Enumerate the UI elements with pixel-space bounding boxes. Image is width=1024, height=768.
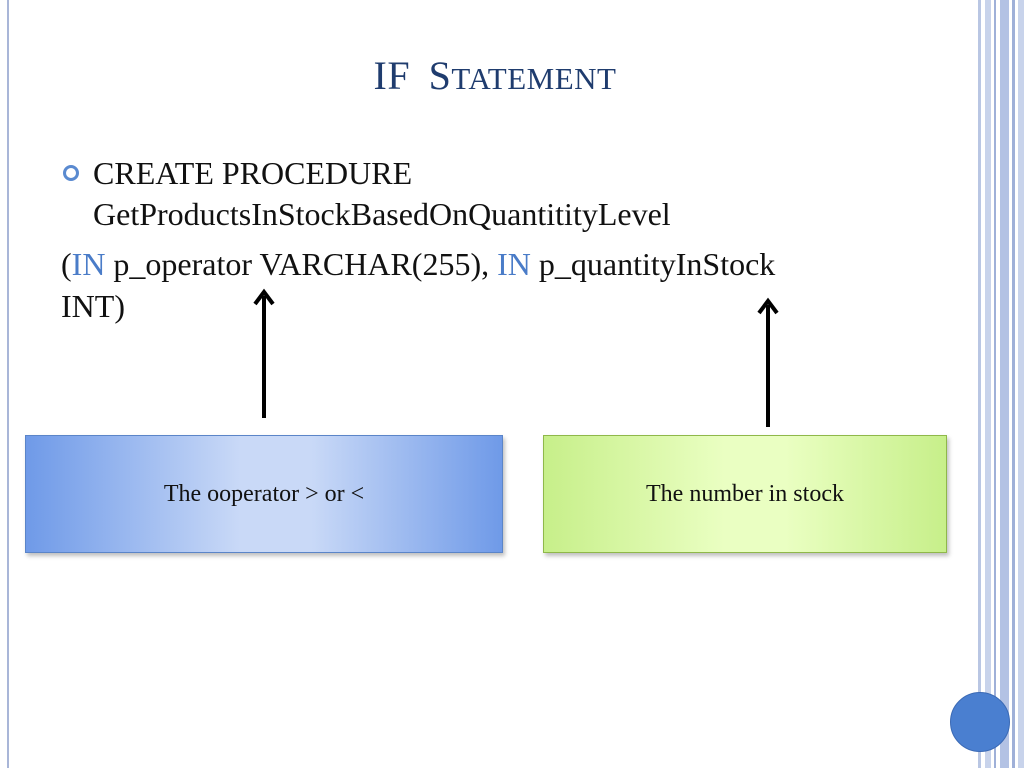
- code-line-1: CREATE PROCEDURE: [93, 155, 413, 191]
- open-paren: (: [61, 246, 72, 282]
- right-stripe-3: [994, 0, 996, 768]
- right-stripe-4: [1000, 0, 1009, 768]
- corner-circle-decoration: [950, 692, 1010, 752]
- title-rest: TATEMENT: [451, 61, 617, 96]
- code-line-3: (IN p_operator VARCHAR(255), IN p_quanti…: [61, 246, 775, 282]
- keyword-in-1: IN: [71, 246, 106, 282]
- stock-callout-text: The number in stock: [646, 480, 844, 507]
- up-arrow-icon-right: [757, 297, 779, 427]
- right-stripe-6: [1018, 0, 1024, 768]
- slide-title: IF STATEMENT: [0, 52, 990, 99]
- left-border-line: [7, 0, 9, 768]
- title-word-if: IF: [373, 53, 411, 98]
- right-stripe-5: [1012, 0, 1015, 768]
- hollow-circle-bullet-icon: [63, 165, 79, 181]
- right-stripe-1: [978, 0, 981, 768]
- param-operator: p_operator VARCHAR(255),: [105, 246, 498, 282]
- stock-callout-box: The number in stock: [543, 435, 947, 553]
- operator-callout-text: The ooperator > or <: [163, 480, 365, 507]
- right-stripe-2: [985, 0, 991, 768]
- code-line-2: GetProductsInStockBasedOnQuantitityLevel: [93, 196, 671, 232]
- title-initial-s: S: [428, 53, 452, 98]
- code-line-4: INT): [61, 288, 125, 324]
- operator-callout-box: The ooperator > or <: [25, 435, 503, 553]
- up-arrow-icon-left: [253, 288, 275, 418]
- keyword-in-2: IN: [497, 246, 531, 282]
- param-quantity: p_quantityInStock: [530, 246, 776, 282]
